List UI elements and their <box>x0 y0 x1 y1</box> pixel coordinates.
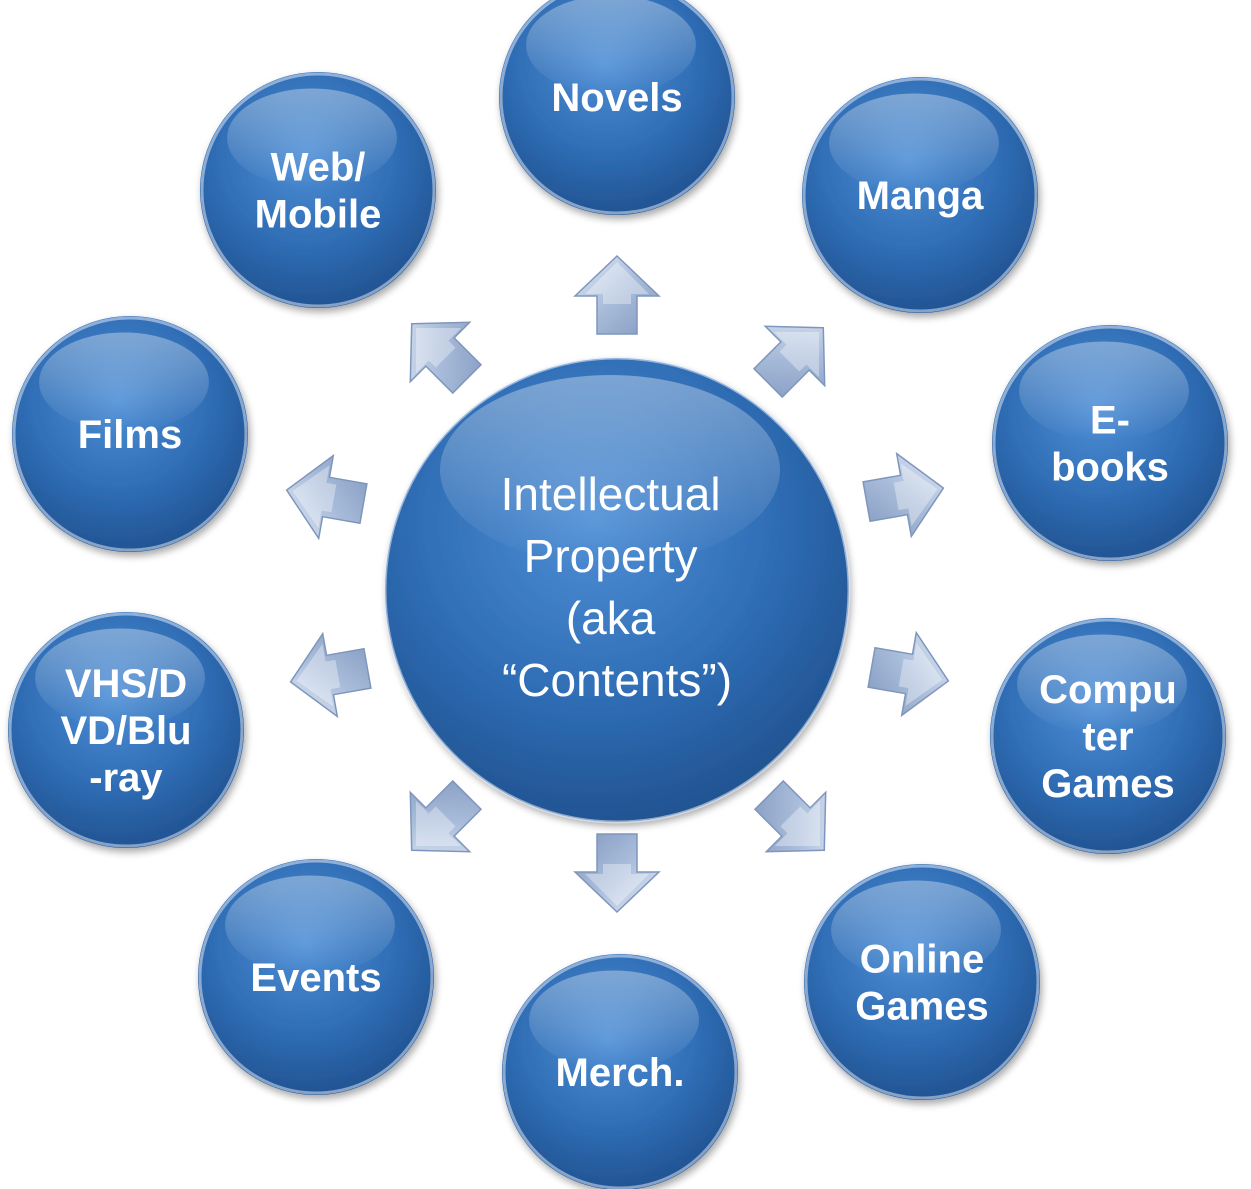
arrow-icon-films <box>285 453 368 541</box>
node-label-line: Merch. <box>556 1051 685 1095</box>
node-label-line: -ray <box>89 756 163 800</box>
node-label-line: ter <box>1082 715 1133 759</box>
node-label-line: Mobile <box>255 193 382 237</box>
node-label-line: Films <box>78 413 182 457</box>
node-e-books: E-books <box>992 325 1228 561</box>
node-label-line: E- <box>1090 399 1130 443</box>
arrow-icon-web-mobile <box>409 321 483 395</box>
center-node-intellectual-property: Intellectual Property (aka “Contents”) <box>383 356 851 824</box>
center-label-line: Property <box>524 530 698 582</box>
node-films: Films <box>12 316 248 552</box>
node-label-line: Online <box>860 938 984 982</box>
center-label-line: “Contents”) <box>502 654 732 706</box>
arrow-icon-e-books <box>862 451 945 539</box>
node-label-line: Events <box>250 956 381 1000</box>
node-label-novels: Novels <box>551 76 682 120</box>
node-web-mobile: Web/Mobile <box>200 72 436 308</box>
node-label-line: VHS/D <box>65 662 187 706</box>
arrow-icon-vhs-dvd-bluray <box>289 631 372 719</box>
node-merch: Merch. <box>502 954 738 1189</box>
center-label-line: Intellectual <box>501 468 721 520</box>
node-label-line: Manga <box>857 174 984 218</box>
arrow-icon-online-games <box>753 779 827 853</box>
node-label-line: Web/ <box>271 146 366 190</box>
node-label-line: Games <box>1041 762 1174 806</box>
node-label-manga: Manga <box>857 174 984 218</box>
node-label-web-mobile: Web/Mobile <box>255 146 382 237</box>
node-label-line: VD/Blu <box>60 709 191 753</box>
node-manga: Manga <box>802 77 1038 313</box>
arrow-icon-events <box>409 779 483 853</box>
node-label-line: books <box>1051 446 1169 490</box>
center-label: Intellectual Property (aka “Contents”) <box>501 468 734 706</box>
node-novels: Novels <box>499 0 735 215</box>
arrow-group <box>285 254 950 914</box>
arrow-icon-merch <box>573 833 661 914</box>
node-label-films: Films <box>78 413 182 457</box>
node-label-e-books: E-books <box>1051 399 1169 490</box>
node-label-merch: Merch. <box>556 1051 685 1095</box>
center-label-line: (aka <box>566 592 656 644</box>
node-label-line: Compu <box>1039 668 1177 712</box>
node-events: Events <box>198 859 434 1095</box>
arrow-icon-manga <box>752 325 826 399</box>
arrow-icon-novels <box>573 254 661 335</box>
arrow-icon-computer-games <box>867 630 950 718</box>
node-label-events: Events <box>250 956 381 1000</box>
node-label-line: Novels <box>551 76 682 120</box>
node-label-line: Games <box>855 985 988 1029</box>
